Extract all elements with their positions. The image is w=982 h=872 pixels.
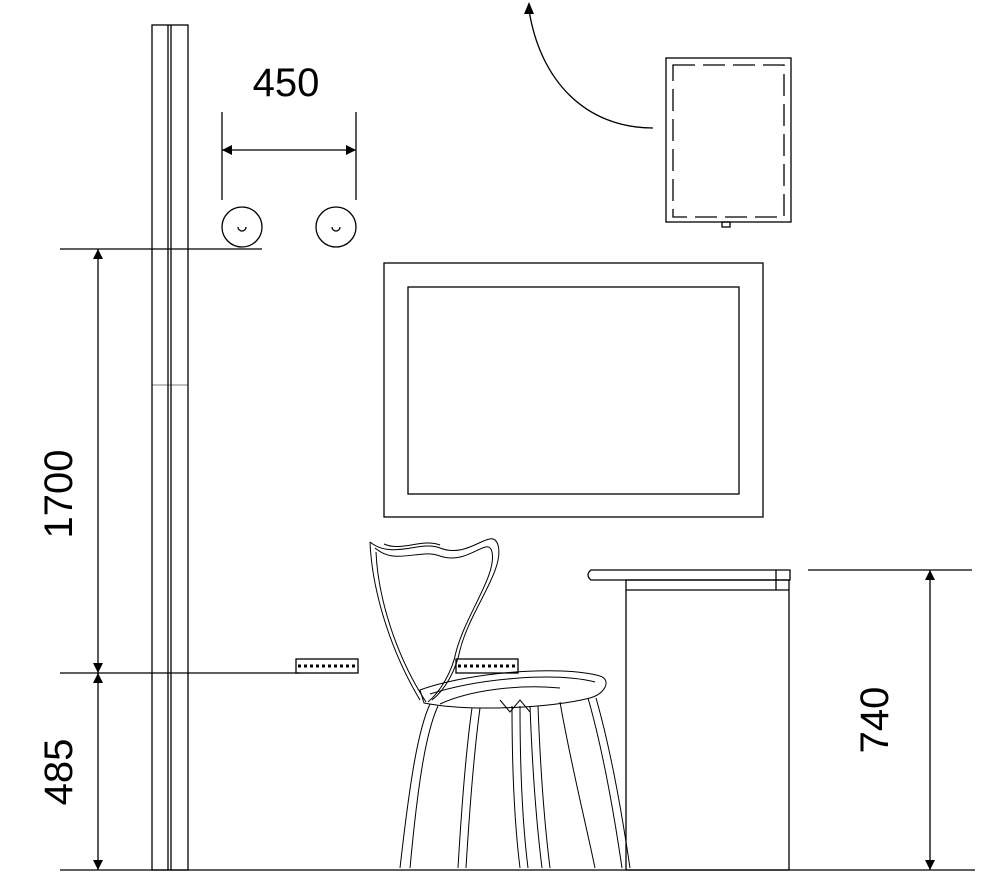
dimension-label-740: 740 <box>853 687 897 754</box>
dimension-740: 740 <box>808 569 972 870</box>
towel-roll-left <box>221 206 263 248</box>
wall-panel <box>383 262 764 518</box>
dimension-label-485: 485 <box>37 739 81 806</box>
rail-right <box>455 658 519 674</box>
rail-left <box>295 658 359 674</box>
dimension-485: 485 <box>37 672 300 870</box>
chair <box>369 538 631 869</box>
dimension-450: 450 <box>221 61 357 200</box>
dimension-1700: 1700 <box>37 248 262 673</box>
desk <box>587 569 791 871</box>
dimension-label-1700: 1700 <box>37 450 81 539</box>
wall-cabinet <box>524 2 792 228</box>
towel-roll-right <box>315 206 357 248</box>
door-swing-arc <box>528 9 654 129</box>
dimension-label-450: 450 <box>253 61 320 105</box>
wall-post <box>151 24 189 871</box>
